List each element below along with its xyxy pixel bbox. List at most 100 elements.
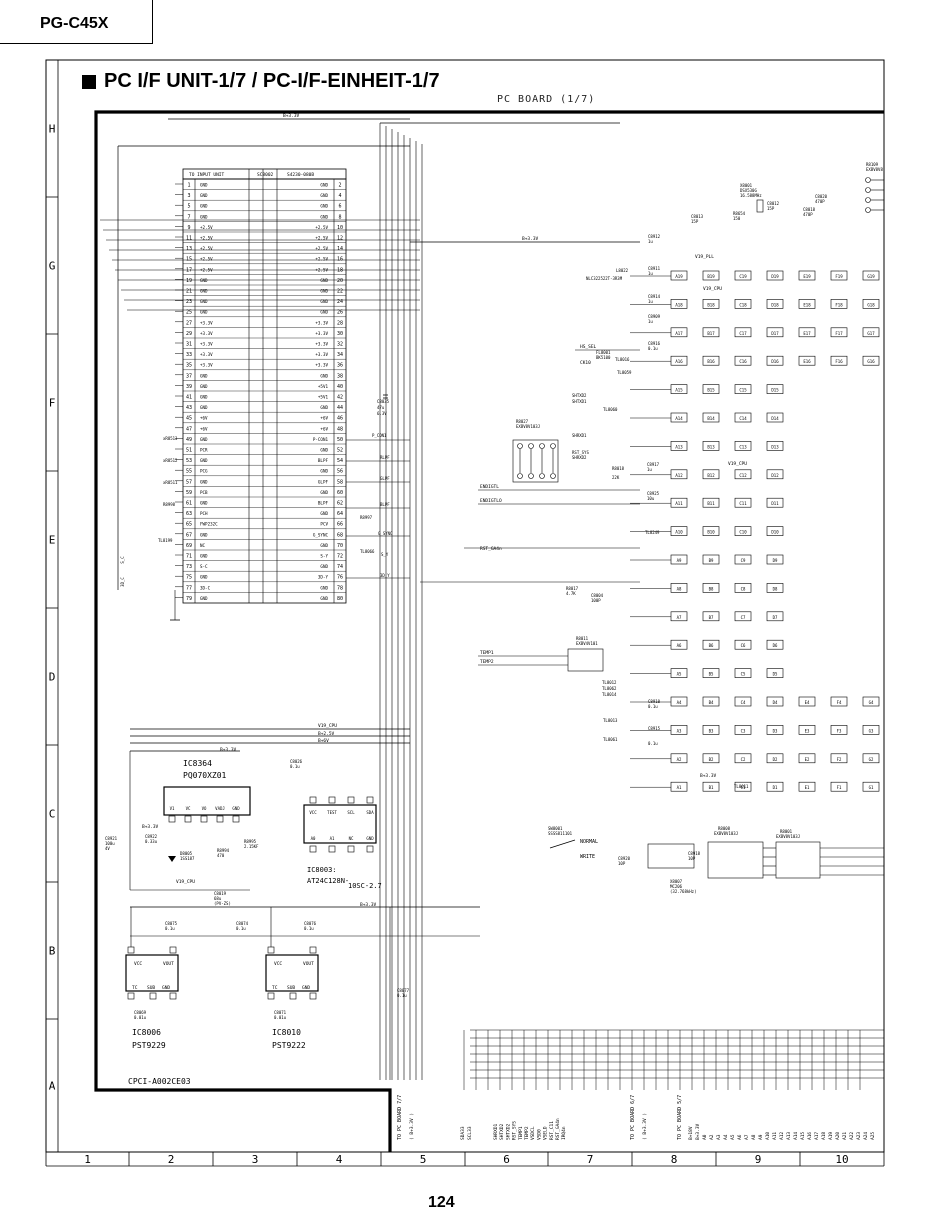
bga-pin-f2 [830,753,848,764]
tl8249-label: TL8249 [645,530,660,535]
ic-pin-box [232,815,240,823]
bga-pin-label: A6 [677,643,682,648]
ic-pin-box [127,946,135,954]
addr-signal: A13 [786,1132,792,1140]
bga-pin-f18 [830,299,848,309]
addr-signal: A0 [702,1134,708,1140]
endigtl-label: ENDIGTL [480,484,499,490]
bga-pin-g19 [862,270,880,281]
board-label: PC BOARD (1/7) [497,94,596,105]
addr-signal: A19 [828,1132,834,1140]
tl8013-label: TL8013 [603,718,618,723]
connector-pin-right: 72 [337,554,343,560]
shrxd2-label: SHRXD2 [572,455,587,460]
bga-pin-c5 [734,668,752,678]
bga-pin-label: D18 [771,302,779,307]
bga-pin-d6 [766,639,784,650]
connector-signal-left: GND [200,501,208,506]
tl8059-label: TL8059 [617,370,632,375]
bga-pin-label: A3 [677,728,682,733]
bga-pin-f16 [830,355,848,366]
ic-pin-box [184,815,192,823]
bus-signal: TEMP2 [524,1126,530,1140]
addr-signal: A9 [758,1134,764,1140]
r8654-val: 150 [733,216,741,221]
connector-signal-right: +6V [320,416,328,421]
ic8003-ref: IC8003: [307,866,337,874]
r8017-val: 4.7K [566,591,576,596]
ic-pin-box [289,992,297,1000]
c8911-val: 1u [648,271,653,276]
ic8003-pin: SDA [366,810,374,815]
addr-signal: A12 [779,1132,785,1140]
bga-pin-a7 [670,611,688,622]
connector-signal-right: +2.5V [315,236,328,241]
r8654-ref: R8654 [733,211,746,216]
connector-pin-left: 73 [186,564,192,570]
bga-pin-label: F3 [837,728,842,733]
c8013-ref: C8013 [691,214,704,219]
r8995-ref: R8995 [244,839,257,844]
addr-signal: A7 [744,1134,750,1140]
ic8003-pin: SCL [347,810,355,815]
ic-pin-box [309,946,317,954]
c8912-ref: C8912 [648,234,661,239]
b33-ic-label: B+3.3V [220,747,237,753]
bga-pin-label: C16 [739,359,747,364]
connector-pin-left: 9 [187,225,190,231]
ic-pin-box [366,845,374,853]
bga-pin-label: F2 [837,757,842,762]
ic8003-pin: A0 [311,836,316,841]
addr-signal: A16 [807,1132,813,1140]
connector-signal-right: GND [320,469,328,474]
connector-pin-right: 68 [337,532,343,538]
connector-signal-right: +3.3V [315,320,328,325]
c8035-val: 47u [377,405,385,410]
addr-signal: A8 [751,1134,757,1140]
connector-signal-right: +6V [320,426,328,431]
bga-pin-c13 [734,441,752,451]
bga-pin-f17 [830,327,848,338]
r8997-ref: R8997 [360,515,373,520]
addr-signal: A3 [716,1134,722,1140]
connector-pin-left: 65 [186,522,192,528]
bga-pin-g16 [862,355,880,366]
connector-pin-left: 19 [186,278,192,284]
page-number: 124 [428,1194,455,1211]
bga-pin-d2 [766,753,784,764]
bga-pin-label: B9 [709,558,714,563]
bga-pin-label: E3 [805,728,810,733]
bga-pin-label: G4 [869,700,874,705]
shrxd1-label: SHRXD1 [572,433,587,438]
rnet-pin [865,207,871,213]
b25-rail-label: B+2.5V [318,731,335,737]
col-label-6: 6 [503,1153,510,1166]
bga-pin-c3 [734,725,752,735]
bga-pin-label: E17 [803,331,811,336]
bga-pin-c14 [734,412,752,423]
r8018-val: 22K [612,475,620,480]
bga-pin-e17 [798,327,816,338]
c8077-val: 0.1u [397,993,407,998]
bus-signal: VSD0 [536,1129,542,1140]
addr-signal: A6 [737,1134,743,1140]
col-label-4: 4 [336,1153,343,1166]
connector-pin-right: 14 [337,246,343,252]
tl-group-label: TL8014 [602,692,617,697]
connector-pin-left: 53 [186,458,192,464]
bga-pin-c7 [734,611,752,622]
connector-signal-right: GND [320,448,328,453]
bga-pin-label: C14 [739,416,747,421]
r8027-ref: R8027 [516,419,529,424]
bga-pin-label: B8 [709,586,714,591]
bga-pin-label: C9 [741,558,746,563]
c8909-val: 1u [648,319,653,324]
r8109-ref: R8109 [866,162,879,167]
connector-signal-right: GND [320,278,328,283]
connector-signal-right: +2.5V [315,225,328,230]
connector-signal-right: +3.3V [315,342,328,347]
bga-pin-label: D15 [771,388,779,393]
bga-pin-label: F1 [837,785,842,790]
bus-signal: VSDCL [530,1126,536,1140]
r8001-ref: R8001 [780,829,793,834]
